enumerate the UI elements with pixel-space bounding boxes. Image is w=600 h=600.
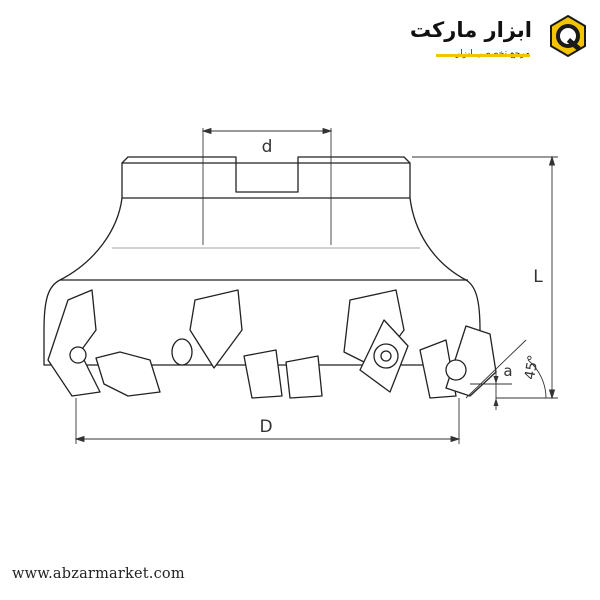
dim-a-arrow-bottom xyxy=(493,398,499,406)
cutter-body-outline xyxy=(43,197,481,366)
insert-screw-1 xyxy=(69,346,87,364)
insert-screw-6-inner xyxy=(380,350,392,362)
dim-d-label: d xyxy=(262,137,273,157)
brand-logo: ابزار مارکت مرجع تخصصی ابزار xyxy=(410,8,590,64)
brand-name: ابزار مارکت xyxy=(409,18,533,42)
cutter-hub-outline xyxy=(121,156,411,199)
dim-L-arrow-top xyxy=(548,155,556,166)
logo-underline xyxy=(436,54,530,57)
angle-label: 45° xyxy=(522,354,542,381)
insert-pocket-4 xyxy=(243,349,283,399)
dim-L-label: L xyxy=(533,267,543,287)
website-url[interactable]: www.abzarmarket.com xyxy=(12,566,185,582)
wrench-nut-logo-icon xyxy=(550,14,586,58)
insert-hole-3 xyxy=(171,338,193,366)
dim-D-arrow-left xyxy=(74,435,85,443)
dim-d-arrow-right xyxy=(322,127,333,135)
dim-D-arrow-right xyxy=(450,435,461,443)
dim-d-arrow-left xyxy=(201,127,212,135)
insert-pocket-2 xyxy=(95,351,161,397)
insert-pocket-1 xyxy=(47,289,101,397)
dim-a-label: a xyxy=(503,362,512,380)
angle-arc xyxy=(527,359,547,399)
dim-a-arrow xyxy=(493,376,499,384)
insert-pocket-5 xyxy=(285,355,323,399)
insert-pocket-3 xyxy=(189,289,243,369)
insert-screw-8 xyxy=(445,359,467,381)
angle-leg xyxy=(465,339,527,399)
dim-L-arrow-bottom xyxy=(548,389,556,400)
dim-D-label: D xyxy=(259,417,272,437)
